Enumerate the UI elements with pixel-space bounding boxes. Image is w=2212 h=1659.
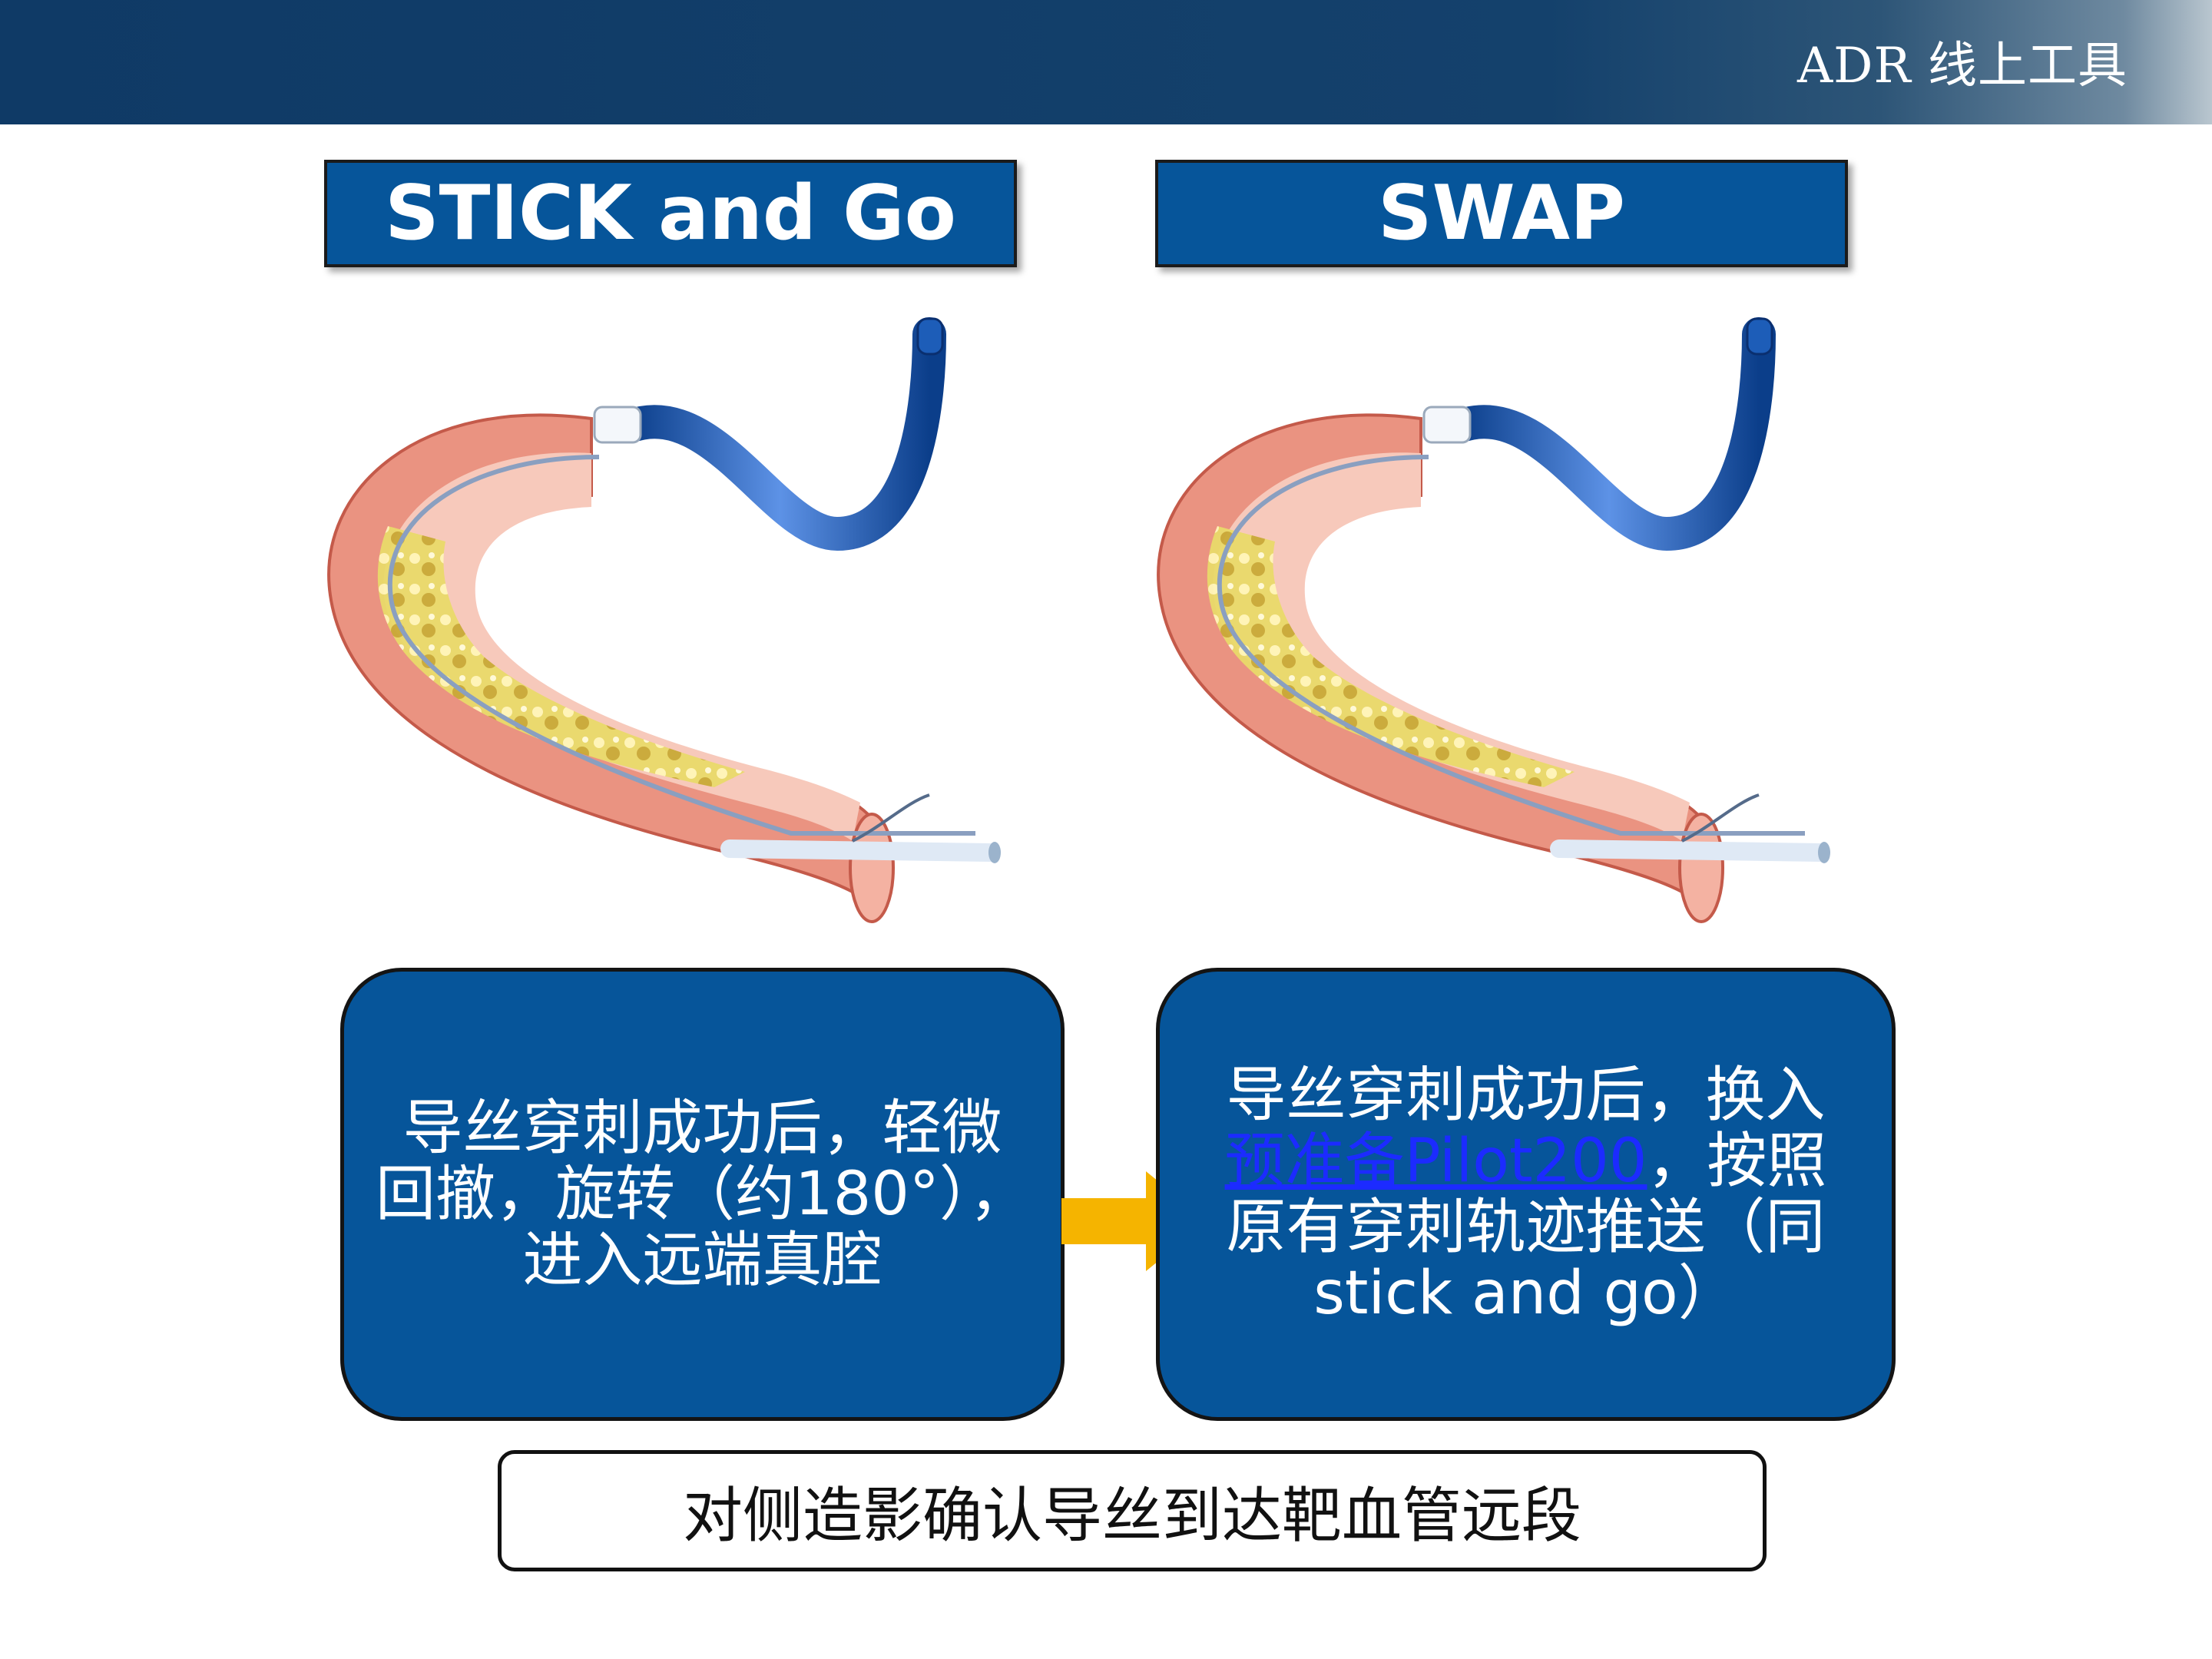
- vessel-catheter-illustration: [327, 317, 1001, 923]
- description-line: 回撤，旋转（约180°），: [376, 1160, 1029, 1229]
- description-line: 进入远端真腔: [522, 1226, 882, 1295]
- description-line: 导丝穿刺成功后，换入: [1226, 1061, 1826, 1130]
- description-line: 导丝穿刺成功后，轻微: [402, 1094, 1002, 1163]
- description-text: ，按照: [1647, 1127, 1827, 1196]
- swap-title: SWAP: [1155, 160, 1848, 267]
- confirmation-box: 对侧造影确认导丝到达靶血管远段: [498, 1450, 1767, 1571]
- pilot200-link[interactable]: 预准备Pilot200: [1224, 1127, 1647, 1196]
- stick-and-go-title: STICK and Go: [324, 160, 1017, 267]
- brand-label: ADR 线上工具: [1796, 38, 2128, 94]
- vessel-catheter-illustration: [1157, 317, 1830, 923]
- description-line: 原有穿刺轨迹推送（同: [1226, 1193, 1826, 1262]
- description-line: stick and go）: [1313, 1259, 1738, 1328]
- description-line: 预准备Pilot200，按照: [1190, 1128, 1861, 1194]
- swap-description: 导丝穿刺成功后，换入 预准备Pilot200，按照 原有穿刺轨迹推送（同 sti…: [1156, 968, 1896, 1421]
- stick-and-go-description: 导丝穿刺成功后，轻微 回撤，旋转（约180°）， 进入远端真腔: [340, 968, 1065, 1421]
- header-bar: ADR 线上工具: [0, 0, 2212, 124]
